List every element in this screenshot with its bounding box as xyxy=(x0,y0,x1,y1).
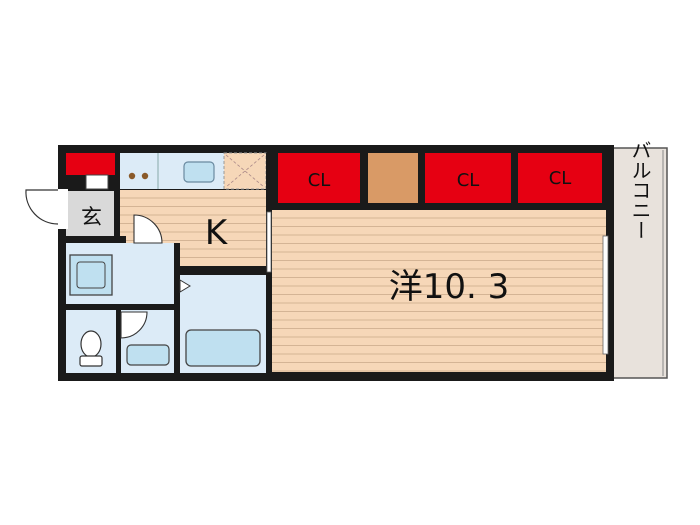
wall-wet-kitchen xyxy=(174,266,272,273)
sliding-door-room xyxy=(266,211,272,273)
kitchen-label: K xyxy=(205,213,229,253)
entrance-floor xyxy=(66,191,118,236)
western-room-floor xyxy=(272,210,606,372)
wash-basin-icon xyxy=(126,344,170,366)
closet-label: CL xyxy=(549,168,572,189)
toilet-door-swing xyxy=(120,311,148,339)
wall-entrance-kitchen xyxy=(114,175,120,240)
balcony-area xyxy=(611,147,668,379)
stove-burner-icon xyxy=(141,172,149,180)
stove-burner-icon xyxy=(128,172,136,180)
shoe-closet xyxy=(66,153,115,175)
closet-label: CL xyxy=(457,170,480,191)
toilet-bowl-icon xyxy=(80,330,102,358)
wall-toilet-basin xyxy=(116,304,121,373)
washroom-door-swing xyxy=(133,214,163,244)
wall-closet-row xyxy=(272,204,606,210)
western-room-label: 洋10. 3 xyxy=(389,267,510,307)
closet xyxy=(278,153,360,203)
bath-door-mark xyxy=(179,279,191,293)
fridge-cross-2 xyxy=(225,154,265,188)
toilet-tank-icon xyxy=(79,355,103,367)
kitchen-sink-icon xyxy=(183,161,215,183)
wall-basin-bath xyxy=(174,243,180,373)
washing-machine-icon xyxy=(76,261,106,289)
entrance-door-gap xyxy=(56,189,68,229)
storage-cabinet xyxy=(368,153,418,203)
balcony-label: バルコニー xyxy=(628,140,652,240)
closet-label: CL xyxy=(308,170,331,191)
closet xyxy=(425,153,511,203)
entrance-door-swing xyxy=(25,189,59,225)
fridge-cross-1 xyxy=(225,154,265,188)
shoe-closet-box xyxy=(85,174,109,190)
floor-boards xyxy=(272,217,606,372)
bathtub-icon xyxy=(185,329,261,367)
wall-entrance-wash xyxy=(66,236,126,243)
window-balcony xyxy=(602,235,609,355)
closet xyxy=(518,153,602,203)
entrance-label: 玄 xyxy=(81,205,102,229)
